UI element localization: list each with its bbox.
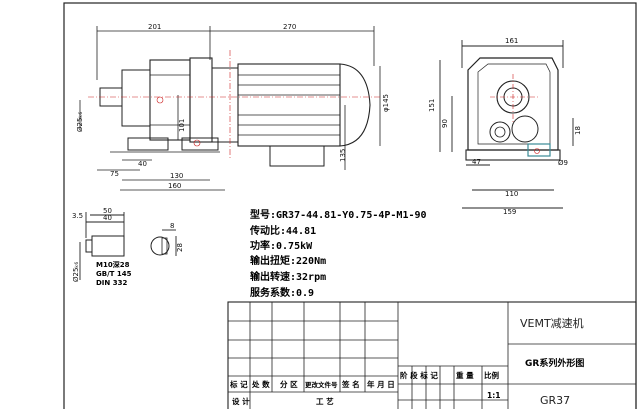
shaft-detail (79, 212, 177, 280)
spec-torque: 输出扭矩:220Nm (250, 254, 326, 267)
dim-270: 270 (283, 23, 296, 31)
drawing-frame (63, 2, 637, 409)
rev-header-zone: 分 区 (280, 379, 298, 389)
dim-50: 50 (103, 207, 112, 215)
front-view (439, 40, 574, 209)
dim-28: 28 (176, 243, 184, 252)
sign-row-process: 工 艺 (316, 396, 334, 406)
dim-phi145: φ145 (382, 94, 390, 112)
rev-header-doc: 更改文件号 (305, 380, 338, 389)
dim-40: 40 (138, 160, 147, 168)
shaft-note-2: GB/T 145 (96, 270, 132, 278)
dim-d25: Ø25ₖ₆ (76, 112, 84, 132)
spec-service: 服务系数:0.9 (250, 286, 314, 299)
spec-ratio: 传动比:44.81 (249, 224, 316, 237)
dim-75: 75 (110, 170, 119, 178)
sign-row-design: 设 计 (232, 396, 250, 406)
title-block (227, 301, 637, 409)
dim-47: 47 (472, 158, 481, 166)
brand-name: VEMT减速机 (520, 316, 584, 330)
dim-d25-shaft: Ø25ₖ₆ (72, 262, 80, 282)
dim-135: 135 (339, 149, 347, 162)
dim-3-5: 3.5 (72, 212, 83, 220)
dim-201: 201 (148, 23, 161, 31)
scale-label: 比例 (484, 370, 499, 380)
spec-speed: 输出转速:32rpm (250, 270, 326, 283)
stage-mark-label: 阶 段 标 记 (400, 370, 438, 380)
model-code: GR37 (540, 394, 570, 407)
rev-header-date: 年 月 日 (367, 379, 395, 389)
front-center-lines (490, 74, 540, 154)
rev-header-count: 处 数 (251, 379, 270, 389)
side-view (79, 26, 381, 191)
dim-18: 18 (574, 126, 582, 135)
spec-power: 功率:0.75kW (250, 239, 313, 252)
dim-d9: Ø9 (558, 159, 568, 167)
dim-151: 151 (428, 99, 436, 112)
dim-160: 160 (168, 182, 181, 190)
dim-159: 159 (503, 208, 516, 216)
dim-161: 161 (505, 37, 518, 45)
scale-value: 1:1 (487, 391, 500, 400)
dim-130: 130 (170, 172, 183, 180)
dim-101: 101 (178, 119, 186, 132)
spec-model: 型号:GR37-44.81-Y0.75-4P-M1-90 (250, 208, 427, 221)
center-lines (88, 50, 380, 160)
shaft-note-1: M10深28 (96, 260, 130, 269)
dim-90: 90 (441, 119, 449, 128)
weight-label: 重 量 (456, 370, 474, 380)
spec-list: 型号:GR37-44.81-Y0.75-4P-M1-90 传动比:44.81 功… (249, 208, 427, 299)
dim-40-shaft: 40 (103, 214, 112, 222)
rev-header-mark: 标 记 (229, 379, 248, 389)
drawing-title: GR系列外形图 (525, 357, 584, 369)
dim-110: 110 (505, 190, 518, 198)
shaft-note-3: DIN 332 (96, 279, 127, 287)
rev-header-sign: 签 名 (341, 379, 360, 389)
dim-8: 8 (170, 222, 174, 230)
